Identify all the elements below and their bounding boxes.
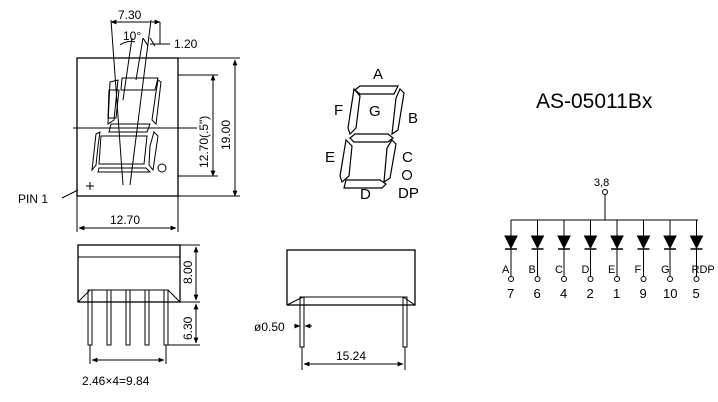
led-pin-number: 10: [663, 286, 677, 301]
segment-label-e: E: [325, 149, 335, 166]
diode-symbol: [663, 235, 677, 250]
front-body-height-dim: 19.00: [219, 120, 233, 150]
front-digit-height-dim: 12.70(.5"): [197, 116, 211, 168]
front-view: [61, 19, 240, 232]
common-pin-terminal: [602, 189, 608, 195]
pin-terminal: [534, 276, 541, 282]
segment-a: [354, 85, 399, 95]
pin-terminal: [561, 276, 567, 282]
front-segment-offset-dim: 1.20: [174, 37, 198, 51]
led-label: G: [661, 264, 670, 276]
led-a: A7: [502, 220, 518, 301]
diode-symbol: [530, 235, 545, 250]
led-rdp: RDP 5: [689, 220, 715, 301]
side-pin-pitch-dim: 2.46×4=9.84: [82, 374, 150, 388]
segment-label-c: C: [402, 149, 413, 166]
front-body-width-dim: 12.70: [110, 213, 140, 227]
led-label: A: [502, 264, 510, 276]
segment-label-g: G: [369, 103, 381, 120]
pin-terminal: [614, 276, 620, 282]
end-row-spacing-dim: 15.24: [336, 349, 366, 363]
segment-c: [383, 139, 397, 184]
side-pins: [87, 289, 169, 346]
led-e: E1: [608, 220, 624, 301]
led-pin-number: 7: [507, 286, 514, 301]
led-label: C: [555, 264, 563, 276]
segment-b: [391, 87, 405, 136]
led-c: C4: [555, 220, 571, 301]
led-pin-number: 1: [613, 286, 620, 301]
pin1-label: PIN 1: [18, 192, 48, 206]
led-b: B6: [529, 220, 545, 301]
led-label: B: [529, 264, 536, 276]
pin-terminal: [693, 276, 700, 282]
side-body-outline: [77, 244, 181, 303]
led-f: F9: [635, 220, 651, 301]
pin-terminal: [667, 276, 673, 282]
diode-symbol: [610, 235, 624, 250]
front-digit-segments: [91, 77, 162, 173]
end-view: [286, 249, 416, 370]
front-body-outline: [76, 57, 179, 197]
diode-symbol: [583, 235, 598, 250]
segment-d: [343, 179, 387, 189]
side-pin-length-dim: 6.30: [181, 316, 195, 340]
led-pin-number: 5: [693, 286, 700, 301]
diode-symbol: [689, 235, 704, 250]
pin-terminal: [508, 276, 514, 282]
led-d: D2: [582, 220, 598, 301]
front-slant-angle: 10°: [123, 29, 141, 43]
led-label: E: [608, 264, 615, 276]
part-number-title: AS-05011Bx: [536, 90, 653, 113]
segment-label-d: D: [360, 186, 371, 203]
segment-g: [349, 133, 394, 143]
led-pin-number: 4: [560, 286, 567, 301]
front-top-width-dim: 7.30: [118, 8, 142, 22]
end-body-outline: [286, 249, 416, 306]
segment-dp-dot: [401, 169, 413, 181]
segment-label-b: B: [408, 110, 418, 127]
side-depth-dim: 8.00: [181, 260, 195, 284]
common-pins-label: 3,8: [594, 177, 609, 189]
side-view: [77, 244, 200, 364]
segment-label-a: A: [373, 66, 383, 83]
led-pin-number: 2: [587, 286, 594, 301]
segment-label-f: F: [334, 102, 343, 119]
led-pin-number: 9: [640, 286, 647, 301]
led-g: G 10: [661, 220, 677, 301]
end-pin-diameter-dim: ø0.50: [254, 320, 285, 334]
segment-map: [339, 85, 405, 189]
segment-e: [339, 138, 353, 184]
pin-terminal: [587, 276, 594, 282]
led-label: RDP: [692, 264, 715, 276]
led-label: F: [635, 264, 642, 276]
led-pin-number: 6: [534, 286, 541, 301]
front-dp-dot: [157, 163, 167, 173]
diode-symbol: [636, 235, 651, 250]
led-label: D: [582, 264, 590, 276]
diode-symbol: [504, 235, 518, 250]
segment-label-dp: DP: [398, 185, 419, 202]
segment-f: [347, 87, 361, 136]
pin-terminal: [640, 276, 647, 282]
diode-symbol: [557, 235, 571, 250]
